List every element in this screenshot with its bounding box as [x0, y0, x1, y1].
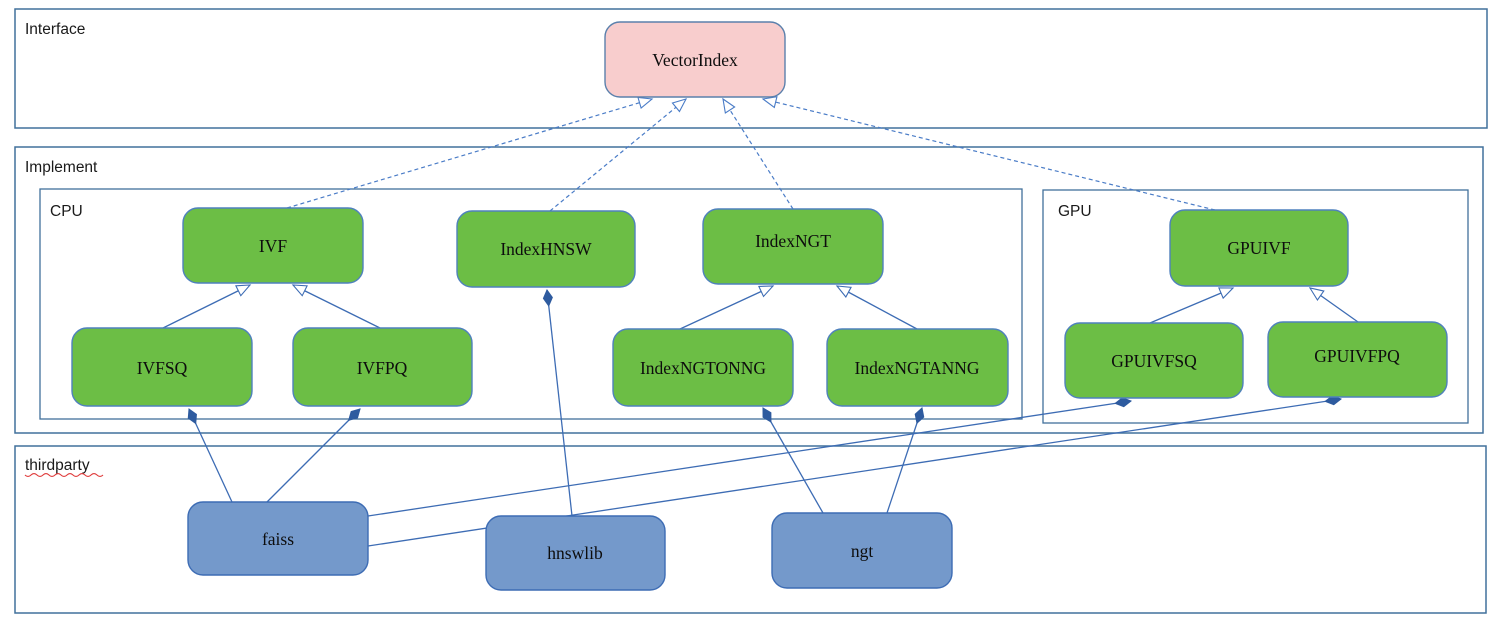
cpu-label: CPU	[50, 203, 83, 220]
indexngtonng-shape[interactable]	[612, 328, 794, 407]
node-indexngt[interactable]: IndexNGT	[702, 208, 884, 285]
hnswlib-shape[interactable]	[485, 515, 666, 591]
ivfpq-label: IVFPQ	[357, 358, 408, 378]
gpuivfpq-label: GPUIVFPQ	[1314, 346, 1400, 366]
vectorindex-shape[interactable]	[604, 21, 786, 98]
node-ivfsq[interactable]: IVFSQ	[71, 327, 253, 407]
ivfsq-label: IVFSQ	[137, 358, 188, 378]
gpuivfpq-shape[interactable]	[1267, 321, 1448, 398]
edge-gpuivfsq-gpuivf	[1149, 287, 1235, 324]
hnswlib-label: hnswlib	[547, 543, 603, 563]
ivfsq-shape[interactable]	[71, 327, 253, 407]
edge-ngt-indexngtanng	[886, 407, 925, 514]
gpuivf-label: GPUIVF	[1227, 238, 1290, 258]
spellcheck-squiggle	[24, 472, 104, 478]
edge-ivfsq-ivf	[162, 284, 252, 329]
indexngtanng-shape[interactable]	[826, 328, 1009, 407]
ngt-shape[interactable]	[771, 512, 953, 589]
edge-ivfpq-ivf	[291, 284, 381, 329]
ivfpq-shape[interactable]	[292, 327, 473, 407]
node-hnswlib[interactable]: hnswlib	[485, 515, 666, 591]
edge-faiss-gpuivfsq	[367, 397, 1133, 517]
vectorindex-label: VectorIndex	[652, 50, 738, 70]
edge-hnswlib-indexhnsw	[542, 288, 573, 517]
indexngtanng-label: IndexNGTANNG	[855, 358, 980, 378]
edge-gpuivfpq-gpuivf	[1308, 287, 1359, 323]
node-vectorindex[interactable]: VectorIndex	[604, 21, 786, 98]
indexhnsw-label: IndexHNSW	[500, 239, 592, 259]
edge-ivf-vectorindex	[286, 96, 654, 209]
node-indexngtonng[interactable]: IndexNGTONNG	[612, 328, 794, 407]
gpuivf-shape[interactable]	[1169, 209, 1349, 287]
thirdparty-label: thirdparty	[25, 457, 90, 474]
faiss-label: faiss	[262, 529, 294, 549]
edge-gpuivf-vectorindex	[761, 96, 1216, 211]
faiss-shape[interactable]	[187, 501, 369, 576]
indexngtonng-label: IndexNGTONNG	[640, 358, 766, 378]
node-faiss[interactable]: faiss	[187, 501, 369, 576]
edge-faiss-ivfpq	[266, 408, 361, 503]
implement-label: Implement	[25, 159, 98, 176]
node-gpuivf[interactable]: GPUIVF	[1169, 209, 1349, 287]
node-ngt[interactable]: ngt	[771, 512, 953, 589]
node-ivf[interactable]: IVF	[182, 207, 364, 284]
edge-indexhnsw-vectorindex	[549, 98, 688, 212]
ngt-label: ngt	[851, 541, 874, 561]
edge-ngt-indexngtonng	[762, 407, 824, 514]
node-indexngtanng[interactable]: IndexNGTANNG	[826, 328, 1009, 407]
indexhnsw-shape[interactable]	[456, 210, 636, 288]
ivf-label: IVF	[259, 236, 287, 256]
edge-indexngtonng-indexngt	[679, 285, 775, 330]
node-indexhnsw[interactable]: IndexHNSW	[456, 210, 636, 288]
gpuivfsq-label: GPUIVFSQ	[1111, 351, 1197, 371]
interface-label: Interface	[25, 21, 85, 38]
gpu-label: GPU	[1058, 203, 1092, 220]
edge-indexngt-vectorindex	[722, 97, 794, 210]
indexngt-label: IndexNGT	[755, 231, 831, 251]
node-gpuivfpq[interactable]: GPUIVFPQ	[1267, 321, 1448, 398]
gpuivfsq-shape[interactable]	[1064, 322, 1244, 399]
indexngt-shape[interactable]	[702, 208, 884, 285]
edge-faiss-ivfsq	[187, 408, 233, 503]
node-ivfpq[interactable]: IVFPQ	[292, 327, 473, 407]
node-gpuivfsq[interactable]: GPUIVFSQ	[1064, 322, 1244, 399]
ivf-shape[interactable]	[182, 207, 364, 284]
edge-indexngtanng-indexngt	[835, 285, 918, 330]
